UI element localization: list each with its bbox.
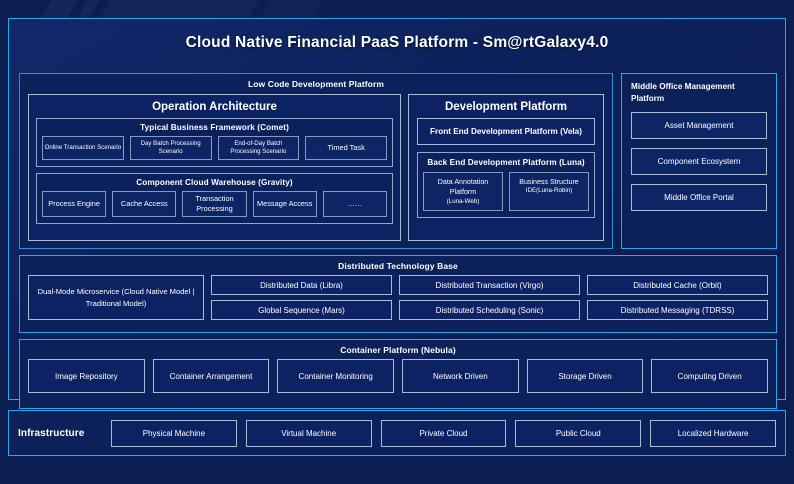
cell-distributed-data[interactable]: Distributed Data (Libra) [211,275,392,295]
top-row: Low Code Development Platform Operation … [19,73,777,249]
low-code-platform-title: Low Code Development Platform [247,79,385,89]
cell-distributed-cache[interactable]: Distributed Cache (Orbit) [587,275,768,295]
cell-public-cloud[interactable]: Public Cloud [515,419,642,447]
cell-storage-driven[interactable]: Storage Driven [526,359,644,393]
cell-physical-machine[interactable]: Physical Machine [111,419,237,447]
chip-more-ellipsis[interactable]: …… [322,191,388,217]
cell-computing-driven[interactable]: Computing Driven [651,359,769,393]
cell-virtual-machine[interactable]: Virtual Machine [245,419,372,447]
back-end-development-platform-title: Back End Development Platform (Luna) [427,158,585,167]
chip-timed-task[interactable]: Timed Task [305,136,387,160]
dtb-column-2: Distributed Transaction (Virgo) Distribu… [399,275,580,320]
typical-business-framework-title: Typical Business Framework (Comet) [140,123,289,132]
cell-container-monitoring[interactable]: Container Monitoring [277,359,395,393]
development-platform-panel: Development Platform Front End Developme… [408,94,604,241]
distributed-technology-base-panel: Distributed Technology Base Dual-Mode Mi… [19,255,777,333]
component-cloud-warehouse-group: Component Cloud Warehouse (Gravity) Proc… [36,173,393,224]
middle-office-item-asset-management[interactable]: Asset Management [631,111,767,139]
main-platform-frame: Cloud Native Financial PaaS Platform - S… [8,18,786,409]
cell-network-driven[interactable]: Network Driven [402,359,519,393]
low-code-development-platform-panel: Low Code Development Platform Operation … [19,73,613,249]
middle-office-management-platform-panel: Middle Office Management Platform Asset … [621,73,777,249]
cell-image-repository[interactable]: Image Repository [28,359,145,393]
cell-localized-hardware[interactable]: Localized Hardware [650,419,776,447]
back-end-development-platform-group: Back End Development Platform (Luna) Dat… [417,152,595,218]
chip-business-structure-ide[interactable]: Business Structure IDE(Luna-Robin) [509,172,589,211]
dual-mode-microservice-box[interactable]: Dual-Mode Microservice (Cloud Native Mod… [28,275,204,320]
chip-data-annotation-platform-label: Data Annotation Platform [437,178,489,197]
container-platform-title: Container Platform (Nebula) [340,345,456,355]
chip-process-engine[interactable]: Process Engine [42,191,107,217]
dtb-column-3: Distributed Cache (Orbit) Distributed Me… [587,275,768,320]
chip-message-access[interactable]: Message Access [252,191,317,217]
cell-global-sequence[interactable]: Global Sequence (Mars) [211,300,392,320]
chip-business-structure-label: Business Structure [519,178,579,186]
chip-online-transaction-scenario[interactable]: Online Transaction Scenario [42,136,124,160]
chip-day-batch-processing-scenario[interactable]: Day Batch Processing Scenario [129,136,212,160]
development-platform-title: Development Platform [444,101,568,113]
distributed-technology-base-title: Distributed Technology Base [338,261,458,271]
infrastructure-panel: Infrastructure Physical Machine Virtual … [8,410,786,456]
infrastructure-label: Infrastructure [18,427,85,439]
front-end-development-platform-box[interactable]: Front End Development Platform (Vela) [417,118,595,145]
component-cloud-warehouse-items: Process Engine Cache Access Transaction … [42,191,388,217]
page-title: Cloud Native Financial PaaS Platform - S… [185,34,609,51]
middle-office-title: Middle Office Management Platform [631,82,735,103]
chip-business-structure-sub: IDE(Luna-Robin) [525,187,573,195]
chip-data-annotation-platform-sub: (Luna-Web) [446,197,480,205]
container-platform-panel: Container Platform (Nebula) Image Reposi… [19,339,777,409]
middle-office-item-component-ecosystem[interactable]: Component Ecosystem [631,147,767,175]
cell-container-arrangement[interactable]: Container Arrangement [152,359,270,393]
typical-business-framework-items: Online Transaction Scenario Day Batch Pr… [42,136,387,160]
back-end-items: Data Annotation Platform (Luna-Web) Busi… [423,172,589,211]
chip-end-of-day-batch-processing-scenario[interactable]: End-of-Day Batch Processing Scenario [217,136,300,160]
dtb-column-1: Distributed Data (Libra) Global Sequence… [211,275,392,320]
chip-cache-access[interactable]: Cache Access [112,191,177,217]
cell-distributed-messaging[interactable]: Distributed Messaging (TDRSS) [587,300,768,320]
operation-architecture-title: Operation Architecture [152,101,277,113]
operation-architecture-panel: Operation Architecture Typical Business … [28,94,401,241]
cell-distributed-transaction[interactable]: Distributed Transaction (Virgo) [399,275,580,295]
component-cloud-warehouse-title: Component Cloud Warehouse (Gravity) [136,178,293,187]
cell-distributed-scheduling[interactable]: Distributed Scheduling (Sonic) [399,300,580,320]
chip-data-annotation-platform[interactable]: Data Annotation Platform (Luna-Web) [423,172,503,211]
cell-private-cloud[interactable]: Private Cloud [380,419,507,447]
chip-transaction-processing[interactable]: Transaction Processing [182,191,247,217]
typical-business-framework-group: Typical Business Framework (Comet) Onlin… [36,118,393,167]
middle-office-item-middle-office-portal[interactable]: Middle Office Portal [631,183,767,211]
